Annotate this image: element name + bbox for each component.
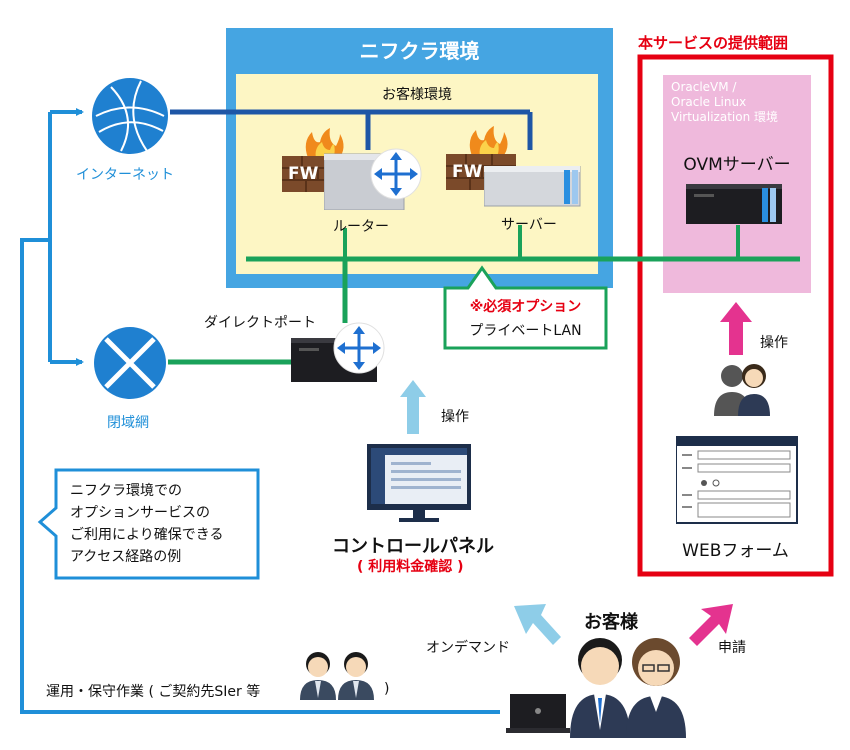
ovm-environment-label: OracleVM / Oracle Linux Virtualization 環… <box>671 80 778 125</box>
apply-arrow <box>689 604 733 646</box>
closed-network-label: 閉域網 <box>107 415 149 431</box>
apply-label: 申請 <box>718 640 746 656</box>
customer-people-icon <box>570 638 686 738</box>
note-line: オプションサービスの <box>70 505 210 521</box>
control-panel-monitor-icon <box>367 444 471 522</box>
customer-label: お客様 <box>584 612 638 633</box>
operator-people-icon <box>714 364 770 416</box>
ovm-server-device-icon <box>686 184 782 224</box>
access-route-note: ニフクラ環境での オプションサービスの ご利用により確保できる アクセス経路の例 <box>70 480 223 568</box>
direct-port-label: ダイレクトポート <box>204 315 316 331</box>
server-device-icon <box>484 166 581 207</box>
panel-operate-label: 操作 <box>441 409 469 425</box>
ovm-operate-arrow <box>720 302 752 355</box>
on-demand-label: オンデマンド <box>426 640 510 656</box>
internet-label: インターネット <box>76 167 174 183</box>
note-line: ニフクラ環境での <box>70 483 182 499</box>
ovm-env-line: Oracle Linux <box>671 95 747 109</box>
note-line: ご利用により確保できる <box>70 527 224 543</box>
note-callout-box <box>37 468 260 580</box>
maintenance-label: 運用・保守作業 ( ご契約先SIer 等 <box>46 684 261 700</box>
billing-check-label: ( 利用料金確認 ) <box>357 559 464 575</box>
note-line: アクセス経路の例 <box>70 549 182 565</box>
control-panel-label: コントロールパネル <box>332 536 494 557</box>
server-label: サーバー <box>501 217 557 233</box>
web-form-icon <box>676 436 798 524</box>
service-scope-title: 本サービスの提供範囲 <box>638 34 789 52</box>
closed-network-icon <box>94 327 166 399</box>
ovm-env-line: OracleVM / <box>671 80 737 94</box>
sier-staff-icon <box>300 652 374 700</box>
customer-environment-label: お客様環境 <box>382 87 452 103</box>
private-lan-label: プライベートLAN <box>469 323 582 339</box>
ovm-operate-label: 操作 <box>760 335 788 351</box>
ovm-env-line: Virtualization 環境 <box>671 110 778 124</box>
ovm-server-label: OVMサーバー <box>683 155 791 175</box>
option-callout-box <box>443 265 608 350</box>
maintenance-close-label: ) <box>384 681 390 697</box>
nifcloud-title: ニフクラ環境 <box>359 39 480 63</box>
web-form-label: WEBフォーム <box>682 541 789 561</box>
router-label: ルーター <box>333 219 389 235</box>
panel-operate-arrow <box>400 380 426 434</box>
required-option-label: ※必須オプション <box>469 299 582 315</box>
laptop-icon <box>506 694 570 733</box>
service-scope-box <box>637 54 834 577</box>
on-demand-arrow <box>514 604 561 645</box>
access-path-line <box>20 238 500 714</box>
router-device-icon <box>324 148 422 210</box>
router-fw-label: FW <box>288 164 319 184</box>
globe-icon <box>92 78 168 154</box>
server-fw-label: FW <box>452 162 483 182</box>
direct-port-device-icon <box>291 322 385 382</box>
